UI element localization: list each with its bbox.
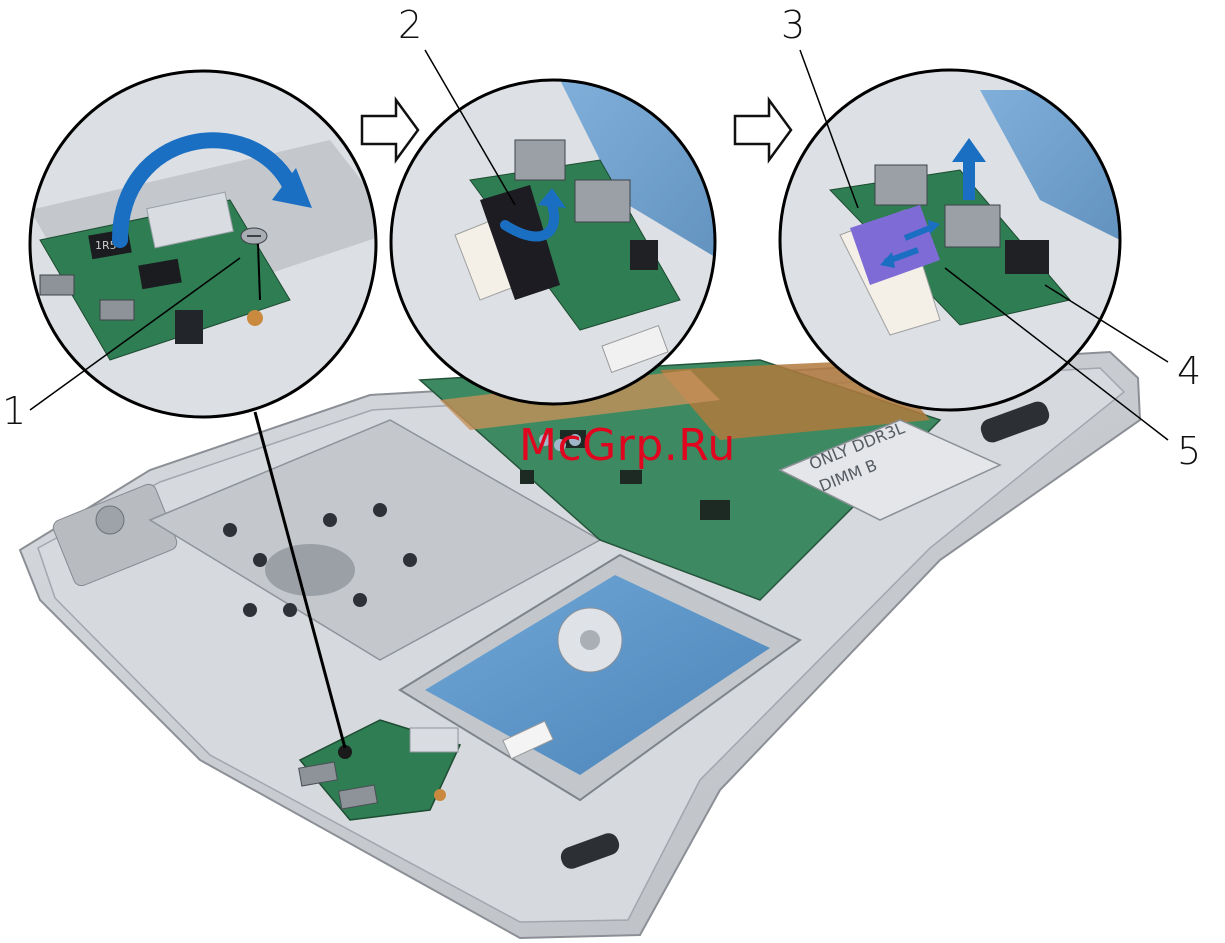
callout-5: 5 (1177, 432, 1201, 470)
callout-4: 4 (1177, 352, 1201, 390)
callout-2: 2 (398, 6, 422, 44)
lift-arrow-icon (963, 160, 975, 200)
zoom-circle-1: 1R5 (20, 60, 400, 440)
step-arrow-icon (735, 100, 791, 160)
callout-1: 1 (2, 392, 26, 430)
watermark: McGrp.Ru (519, 420, 736, 471)
callout-3: 3 (781, 6, 805, 44)
zoom-circle-2 (390, 80, 720, 410)
step-arrow-icon (362, 100, 418, 160)
zoom-circle-3 (780, 70, 1120, 410)
